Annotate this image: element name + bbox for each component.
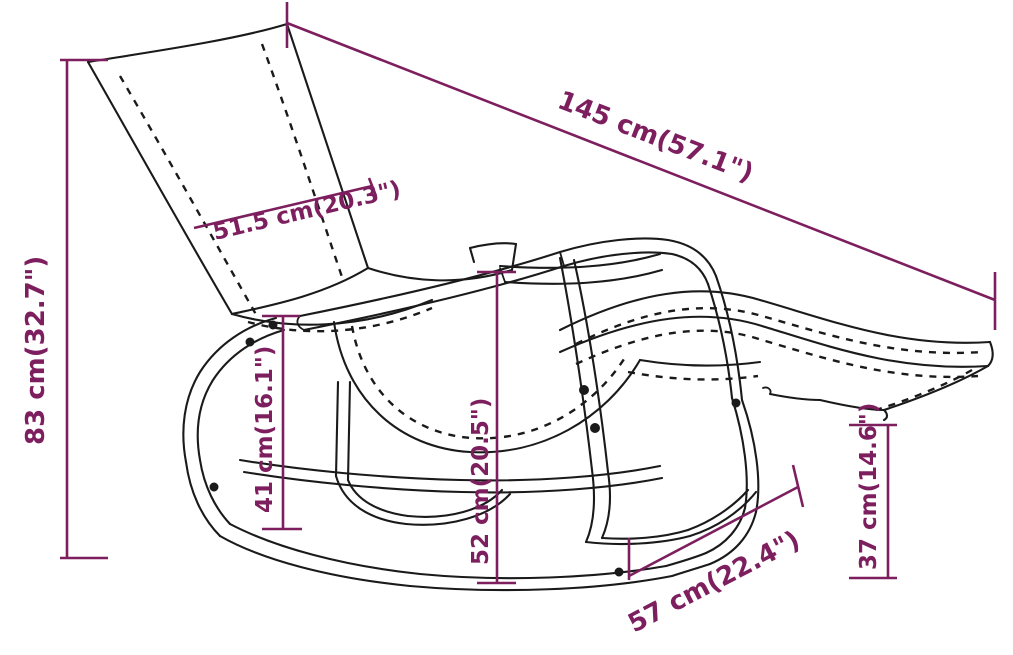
backrest-width-label: 51.5 cm(20.3") — [210, 176, 403, 245]
armrest-tube — [296, 237, 744, 402]
overall-length-label: 145 cm(57.1") — [553, 86, 757, 189]
seat-fabric — [332, 320, 762, 454]
footrest-height-label: 37 cm(14.6") — [856, 403, 882, 570]
backrest-hinge-bracket — [468, 242, 518, 272]
dimension-backrest-width: 51.5 cm(20.3") — [193, 176, 403, 246]
rear-leg-strut — [558, 256, 612, 544]
overall-height-label: 83 cm(32.7") — [21, 256, 51, 445]
dimension-seat-height: 41 cm(16.1") — [252, 314, 302, 531]
dimension-footrest-height: 37 cm(14.6") — [849, 403, 897, 580]
right-rocker-frame — [614, 396, 760, 578]
armrest-height-label: 52 cm(20.5") — [468, 398, 494, 565]
rear-lower-rail — [584, 488, 758, 546]
dimension-armrest-height: 52 cm(20.5") — [468, 270, 516, 585]
left-cross-brace — [238, 458, 664, 494]
center-support-panel — [334, 380, 512, 526]
dimension-base-width: 57 cm(22.4") — [623, 464, 805, 639]
seat-height-label: 41 cm(16.1") — [252, 346, 278, 513]
legrest-fabric — [558, 290, 994, 422]
upper-frame-tube — [498, 252, 664, 285]
product-illustration — [86, 22, 994, 592]
dimension-overall-height: 83 cm(32.7") — [21, 58, 108, 560]
backrest-panel — [86, 22, 370, 319]
dimension-overall-length: 145 cm(57.1") — [285, 2, 997, 330]
